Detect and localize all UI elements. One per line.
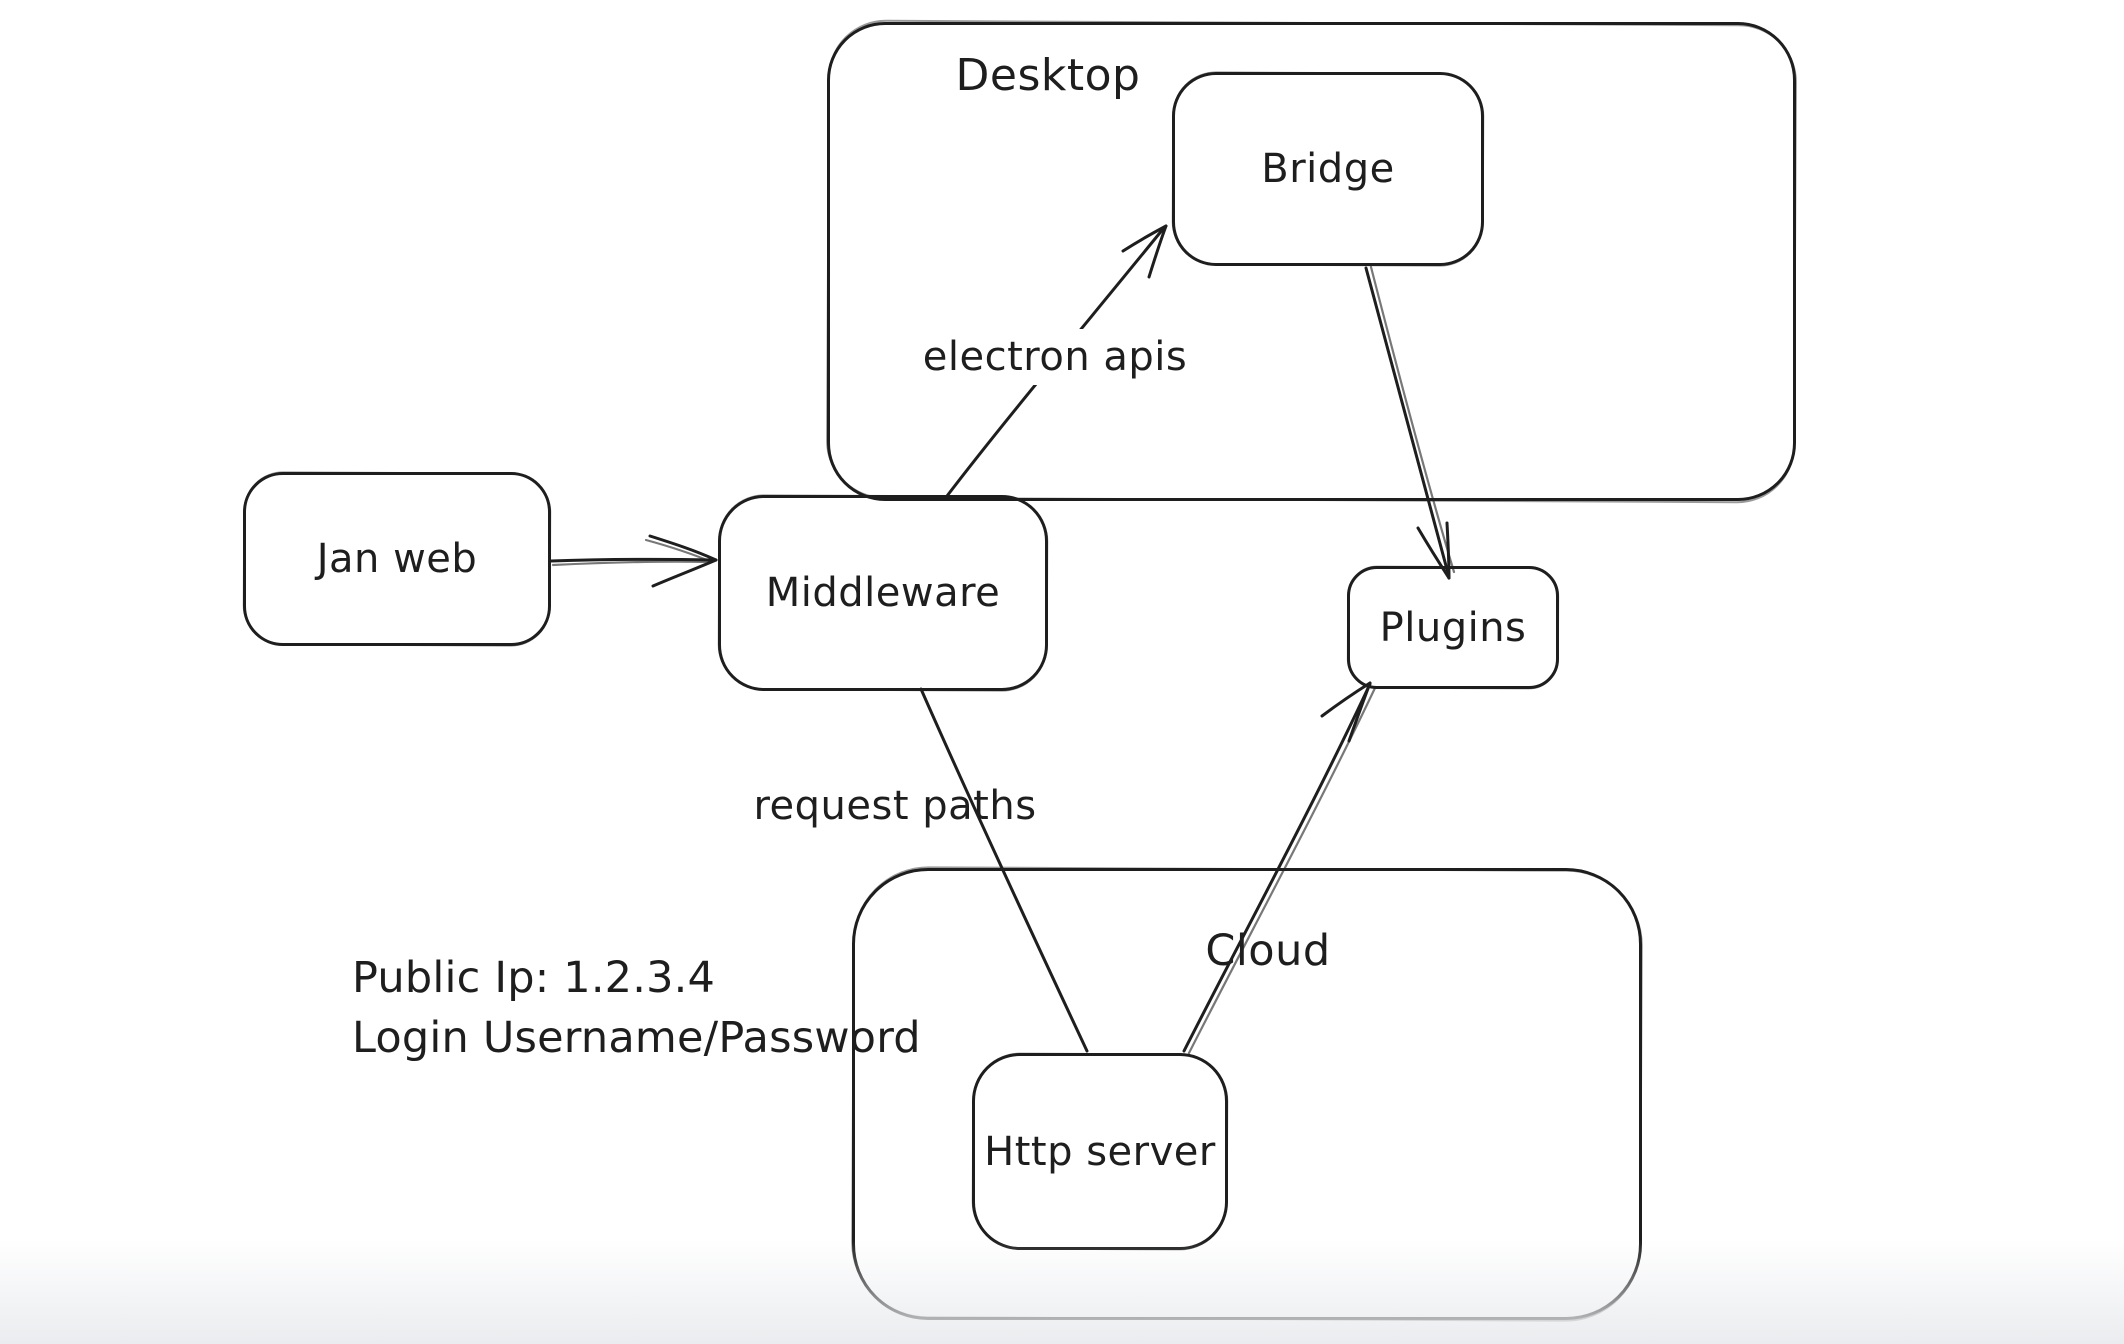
cloud-container-label: Cloud bbox=[1205, 926, 1331, 976]
edge-janweb-to-middleware[interactable] bbox=[549, 534, 718, 588]
desktop-container[interactable] bbox=[827, 22, 1796, 501]
node-middleware-label: Middleware bbox=[765, 570, 1001, 616]
node-plugins[interactable]: Plugins bbox=[1347, 566, 1559, 689]
node-jan-web[interactable]: Jan web bbox=[243, 472, 551, 646]
node-plugins-label: Plugins bbox=[1379, 604, 1527, 651]
node-http-server-label: Http server bbox=[984, 1128, 1216, 1175]
desktop-container-label: Desktop bbox=[955, 50, 1141, 101]
edge-label-request-paths[interactable]: request paths bbox=[753, 783, 1037, 829]
credentials-note[interactable]: Public Ip: 1.2.3.4 Login Username/Passwo… bbox=[352, 948, 921, 1068]
node-bridge-label: Bridge bbox=[1261, 146, 1395, 192]
node-bridge[interactable]: Bridge bbox=[1172, 72, 1484, 266]
node-jan-web-label: Jan web bbox=[316, 536, 478, 582]
node-middleware[interactable]: Middleware bbox=[718, 495, 1048, 691]
node-http-server[interactable]: Http server bbox=[972, 1053, 1228, 1250]
public-ip-note-line: Public Ip: 1.2.3.4 bbox=[352, 953, 716, 1003]
edge-label-electron-apis[interactable]: electron apis bbox=[923, 329, 1187, 385]
login-note-line: Login Username/Password bbox=[352, 1013, 921, 1063]
